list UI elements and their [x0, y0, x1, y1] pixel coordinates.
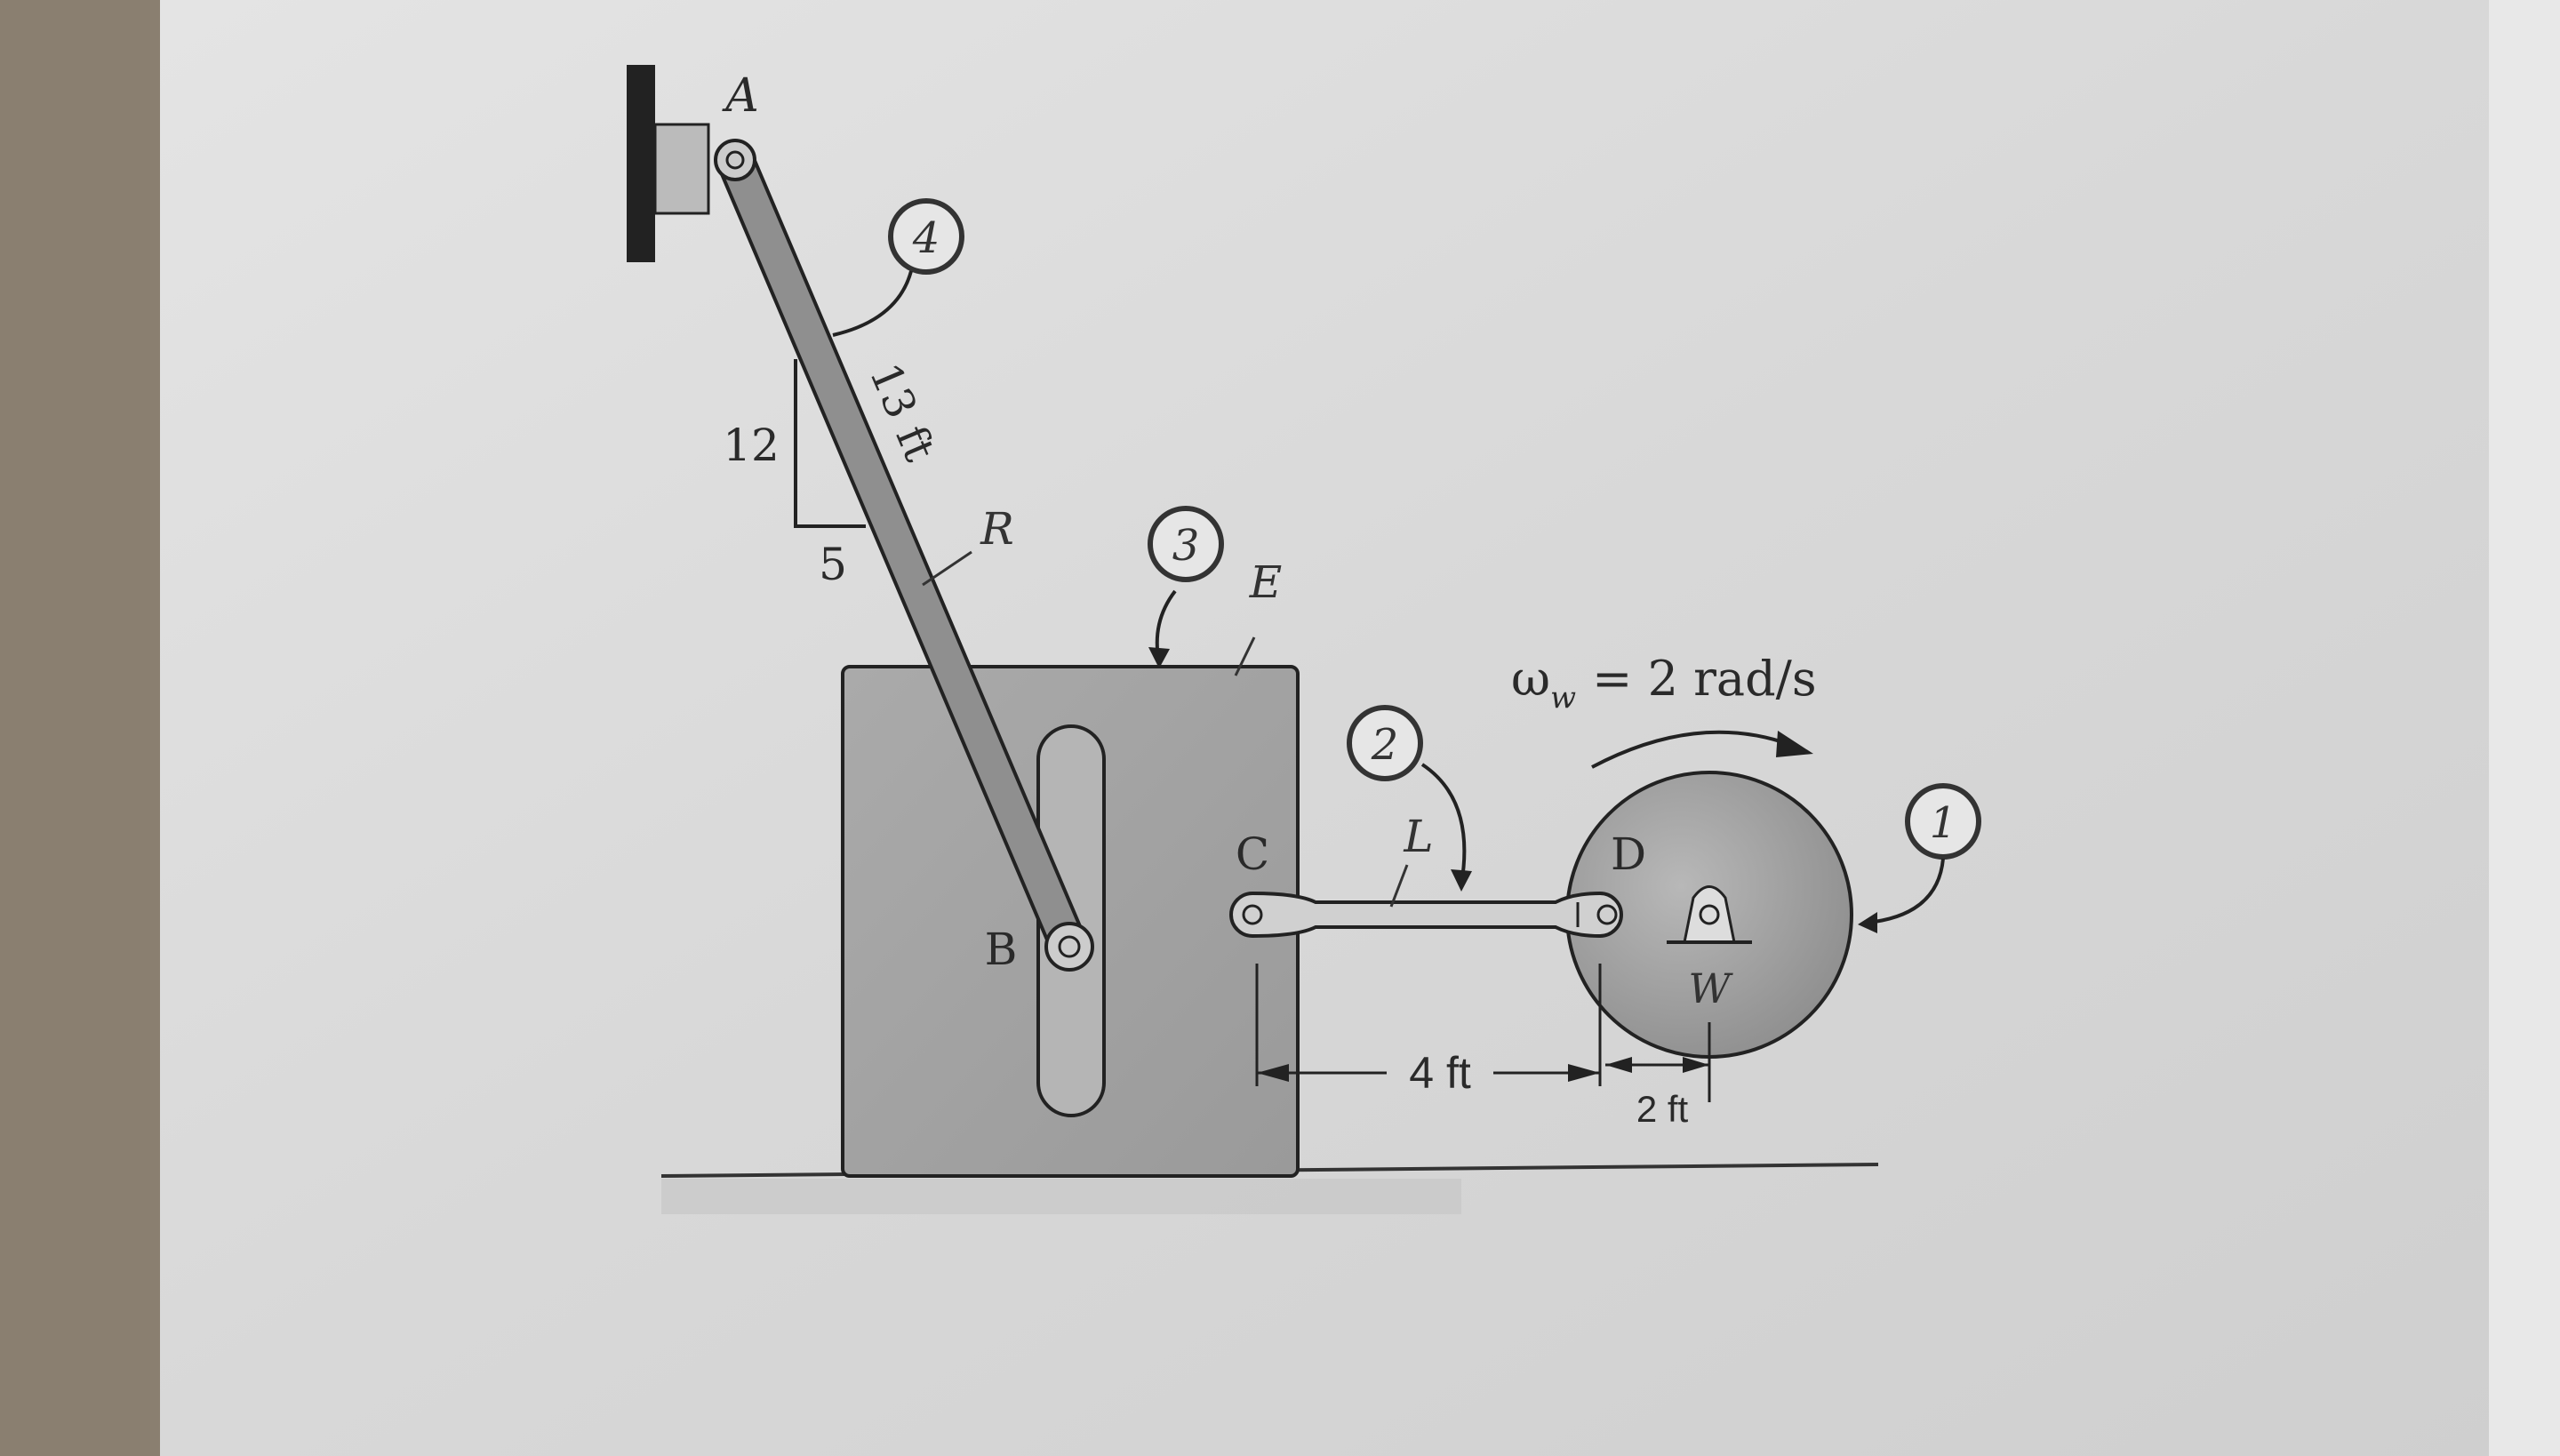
- callout-1: 1: [1858, 783, 1981, 933]
- omega-subscript: w: [1550, 680, 1576, 716]
- omega-symbol: ω: [1511, 651, 1550, 707]
- callout-2-number: 2: [1371, 720, 1399, 770]
- link-handwritten-label: L: [1403, 811, 1433, 862]
- pin-a-hole: [725, 150, 745, 170]
- dim-2ft-label: 2 ft: [1636, 1088, 1689, 1130]
- bracket-a: [653, 123, 710, 215]
- arrowhead-4ft-left: [1257, 1064, 1289, 1082]
- callout-1-circle: [1905, 783, 1981, 860]
- rod-handwritten-label: R: [980, 503, 1014, 555]
- omega-label: ωw = 2 rad/s: [1511, 651, 1817, 716]
- pin-a: [714, 139, 756, 181]
- callout-1-leader: [1866, 858, 1945, 924]
- dim-4ft-label: 4 ft: [1409, 1048, 1471, 1098]
- rod-label-tick: [922, 550, 972, 587]
- pin-d: [1596, 904, 1618, 925]
- pin-b-hole: [1058, 935, 1081, 958]
- rotation-arrowhead: [1776, 731, 1813, 757]
- point-d-label: D: [1611, 828, 1646, 880]
- paper-sheet: [160, 0, 2498, 1456]
- point-a-label: A: [722, 69, 759, 123]
- slope-run-label: 5: [819, 539, 847, 590]
- wheel-handwritten-label: W: [1688, 964, 1733, 1012]
- block-handwritten-label: E: [1249, 556, 1283, 608]
- wall-support: [627, 65, 655, 262]
- slope-triangle: [794, 359, 866, 528]
- wheel-center-pin: [1699, 904, 1720, 925]
- ground-shadow: [661, 1179, 1461, 1214]
- callout-2: 2: [1347, 705, 1472, 892]
- callout-4: 4: [832, 198, 964, 337]
- pin-c: [1242, 904, 1263, 925]
- callout-1-arrowhead: [1858, 912, 1877, 933]
- arrowhead-2ft-right: [1683, 1057, 1709, 1073]
- callout-3-circle: [1148, 506, 1224, 582]
- callout-1-number: 1: [1930, 798, 1957, 848]
- callout-4-leader: [832, 270, 913, 337]
- slope-rise-label: 12: [723, 420, 780, 471]
- callout-4-circle: [888, 198, 964, 275]
- link-cd: [1229, 891, 1623, 939]
- callout-2-leader: [1420, 763, 1467, 885]
- link-label-tick: [1389, 864, 1409, 908]
- arrowhead-2ft-left: [1605, 1057, 1632, 1073]
- omega-value: = 2 rad/s: [1592, 651, 1816, 707]
- rotation-arrow: [1591, 730, 1792, 769]
- point-b-label: B: [985, 924, 1018, 975]
- block-label-tick: [1234, 636, 1256, 676]
- callout-4-number: 4: [912, 213, 940, 263]
- table-surface: [0, 0, 169, 1456]
- callout-3: 3: [1148, 506, 1224, 668]
- arrowhead-4ft-right: [1568, 1064, 1600, 1082]
- callout-3-arrowhead: [1148, 647, 1170, 668]
- rod-ab: [719, 144, 1085, 963]
- callout-2-arrowhead: [1451, 869, 1472, 892]
- callout-2-circle: [1347, 705, 1423, 781]
- paper-edge: [2489, 0, 2560, 1456]
- wheel-support-w: [1683, 885, 1736, 944]
- pin-b: [1044, 922, 1094, 972]
- callout-3-number: 3: [1172, 521, 1200, 571]
- point-c-label: C: [1236, 828, 1269, 880]
